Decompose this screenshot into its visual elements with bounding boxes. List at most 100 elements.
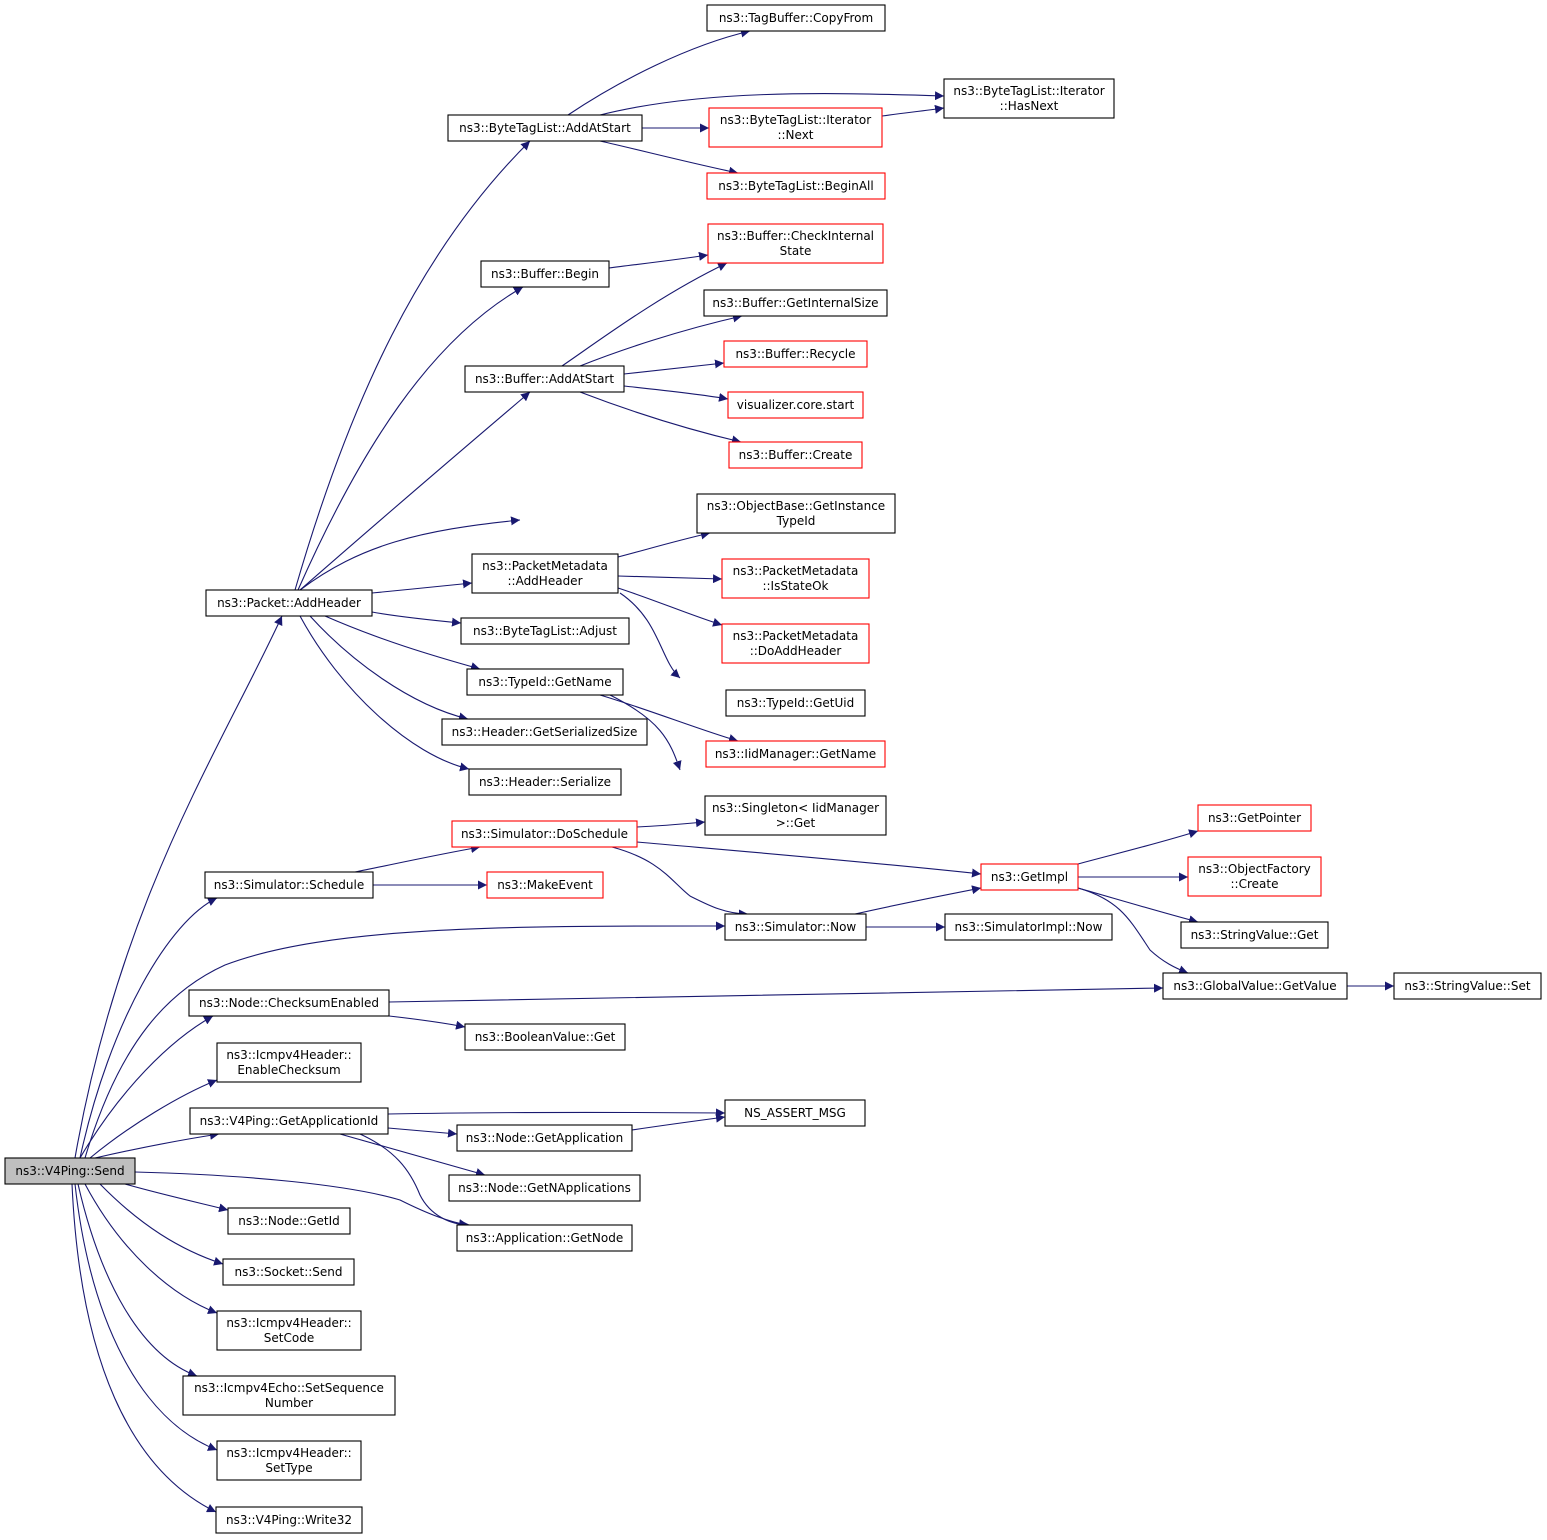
edge-add-header-to-header-get-serialized-size bbox=[309, 615, 469, 722]
edge-send-to-set-sequence bbox=[77, 1183, 198, 1378]
node-label: ns3::ByteTagList::Adjust bbox=[473, 624, 617, 638]
node-box bbox=[486, 871, 604, 899]
node-singleton-get[interactable]: ns3::Singleton< IidManager>::Get bbox=[704, 795, 887, 836]
node-btl-iter-has-next[interactable]: ns3::ByteTagList::Iterator::HasNext bbox=[943, 78, 1115, 119]
node-box bbox=[188, 989, 390, 1017]
node-label: NS_ASSERT_MSG bbox=[744, 1106, 846, 1120]
edge-get-application-id-to-node-get-application bbox=[387, 1127, 458, 1138]
edge-add-header-to-typeid-get-name bbox=[324, 615, 481, 671]
node-btl-iter-next[interactable]: ns3::ByteTagList::Iterator::Next bbox=[708, 107, 883, 148]
node-box bbox=[1197, 804, 1312, 832]
edge-get-impl-to-globalvalue-get-value bbox=[1077, 887, 1189, 974]
node-buffer-get-internal-size[interactable]: ns3::Buffer::GetInternalSize bbox=[703, 289, 888, 317]
edge-add-header-to-objectbase-get-instance-typeid bbox=[299, 516, 521, 591]
node-label: SetType bbox=[265, 1461, 312, 1475]
edge-send-to-write32 bbox=[71, 1183, 217, 1513]
node-label: ns3::PacketMetadata bbox=[733, 564, 859, 578]
node-box bbox=[703, 289, 888, 317]
edge-typeid-get-name-to-iidmanager-get-name bbox=[599, 694, 739, 743]
node-node-get-n-applications[interactable]: ns3::Node::GetNApplications bbox=[448, 1174, 641, 1202]
node-label: ns3::Buffer::GetInternalSize bbox=[712, 296, 878, 310]
edge-add-header-to-pm-add-header bbox=[371, 579, 473, 594]
node-pm-add-header[interactable]: ns3::PacketMetadata::AddHeader bbox=[471, 553, 619, 594]
node-btl-add-at-start[interactable]: ns3::ByteTagList::AddAtStart bbox=[447, 114, 643, 142]
node-enable-checksum[interactable]: ns3::Icmpv4Header::EnableChecksum bbox=[216, 1042, 362, 1083]
node-label: ::Next bbox=[777, 128, 813, 142]
node-label: ns3::ObjectBase::GetInstance bbox=[707, 499, 885, 513]
node-globalvalue-get-value[interactable]: ns3::GlobalValue::GetValue bbox=[1162, 972, 1348, 1000]
node-set-code[interactable]: ns3::Icmpv4Header::SetCode bbox=[216, 1310, 362, 1351]
node-pm-is-state-ok[interactable]: ns3::PacketMetadata::IsStateOk bbox=[721, 558, 870, 599]
node-typeid-get-uid[interactable]: ns3::TypeId::GetUid bbox=[725, 689, 866, 717]
node-socket-send[interactable]: ns3::Socket::Send bbox=[222, 1258, 355, 1286]
node-make-event[interactable]: ns3::MakeEvent bbox=[486, 871, 604, 899]
node-do-schedule[interactable]: ns3::Simulator::DoSchedule bbox=[451, 820, 638, 848]
node-label: ns3::ObjectFactory bbox=[1198, 862, 1311, 876]
node-header-get-serialized-size[interactable]: ns3::Header::GetSerializedSize bbox=[441, 718, 648, 746]
node-buffer-begin[interactable]: ns3::Buffer::Begin bbox=[480, 260, 610, 288]
nodes-layer: ns3::V4Ping::Sendns3::Packet::AddHeadern… bbox=[4, 4, 1542, 1534]
node-checksum-enabled[interactable]: ns3::Node::ChecksumEnabled bbox=[188, 989, 390, 1017]
edge-add-header-to-btl-adjust bbox=[371, 611, 462, 627]
node-box bbox=[721, 558, 870, 599]
edge-buffer-begin-to-buffer-check-internal-state bbox=[608, 251, 709, 269]
edge-do-schedule-to-simulator-now bbox=[611, 846, 749, 919]
node-get-pointer[interactable]: ns3::GetPointer bbox=[1197, 804, 1312, 832]
node-node-get-application[interactable]: ns3::Node::GetApplication bbox=[456, 1124, 633, 1152]
node-typeid-get-name[interactable]: ns3::TypeId::GetName bbox=[466, 668, 624, 696]
edge-send-to-socket-send bbox=[99, 1183, 224, 1266]
node-schedule[interactable]: ns3::Simulator::Schedule bbox=[204, 871, 374, 899]
node-box bbox=[728, 441, 863, 469]
node-tagbuffer-copy-from[interactable]: ns3::TagBuffer::CopyFrom bbox=[706, 4, 886, 32]
node-add-header[interactable]: ns3::Packet::AddHeader bbox=[205, 589, 373, 617]
node-write32[interactable]: ns3::V4Ping::Write32 bbox=[215, 1506, 363, 1534]
node-stringvalue-set[interactable]: ns3::StringValue::Set bbox=[1393, 972, 1542, 1000]
edge-buffer-add-at-start-to-buffer-get-internal-size bbox=[579, 313, 743, 367]
node-label: ns3::ByteTagList::Iterator bbox=[720, 113, 871, 127]
node-label: ns3::Buffer::CheckInternal bbox=[717, 229, 874, 243]
node-pm-do-add-header[interactable]: ns3::PacketMetadata::DoAddHeader bbox=[721, 623, 870, 664]
node-label: ns3::Header::Serialize bbox=[479, 775, 611, 789]
node-label: ns3::PacketMetadata bbox=[733, 629, 859, 643]
node-box bbox=[727, 391, 864, 419]
node-simulator-now[interactable]: ns3::Simulator::Now bbox=[724, 913, 867, 941]
node-box bbox=[723, 340, 868, 368]
edge-btl-add-at-start-to-btl-iter-has-next bbox=[599, 91, 945, 116]
node-ns-assert-msg[interactable]: NS_ASSERT_MSG bbox=[724, 1099, 866, 1127]
node-label: ns3::Icmpv4Header:: bbox=[226, 1446, 351, 1460]
node-box bbox=[471, 553, 619, 594]
node-buffer-recycle[interactable]: ns3::Buffer::Recycle bbox=[723, 340, 868, 368]
node-box bbox=[182, 1375, 396, 1416]
node-node-get-id[interactable]: ns3::Node::GetId bbox=[227, 1207, 351, 1235]
node-box bbox=[724, 913, 867, 941]
node-application-get-node[interactable]: ns3::Application::GetNode bbox=[456, 1224, 633, 1252]
node-boolean-value-get[interactable]: ns3::BooleanValue::Get bbox=[464, 1023, 626, 1051]
node-visualizer-core-start[interactable]: visualizer.core.start bbox=[727, 391, 864, 419]
node-label: ns3::Header::GetSerializedSize bbox=[452, 725, 638, 739]
node-box bbox=[708, 107, 883, 148]
node-iidmanager-get-name[interactable]: ns3::IidManager::GetName bbox=[705, 740, 886, 768]
node-label: ns3::IidManager::GetName bbox=[715, 747, 876, 761]
node-label: >::Get bbox=[776, 816, 816, 830]
node-buffer-add-at-start[interactable]: ns3::Buffer::AddAtStart bbox=[464, 365, 625, 393]
node-get-application-id[interactable]: ns3::V4Ping::GetApplicationId bbox=[189, 1107, 389, 1135]
node-objectfactory-create[interactable]: ns3::ObjectFactory::Create bbox=[1187, 856, 1322, 897]
node-set-type[interactable]: ns3::Icmpv4Header::SetType bbox=[216, 1440, 362, 1481]
node-buffer-create[interactable]: ns3::Buffer::Create bbox=[728, 441, 863, 469]
node-box bbox=[216, 1042, 362, 1083]
node-label: ns3::Simulator::Schedule bbox=[214, 878, 365, 892]
node-btl-adjust[interactable]: ns3::ByteTagList::Adjust bbox=[460, 617, 630, 645]
node-send[interactable]: ns3::V4Ping::Send bbox=[4, 1157, 136, 1185]
node-get-impl[interactable]: ns3::GetImpl bbox=[980, 863, 1079, 891]
node-btl-begin-all[interactable]: ns3::ByteTagList::BeginAll bbox=[706, 172, 886, 200]
edge-do-schedule-to-singleton-get bbox=[636, 818, 706, 828]
node-label: ns3::Node::GetNApplications bbox=[458, 1181, 631, 1195]
node-stringvalue-get[interactable]: ns3::StringValue::Get bbox=[1180, 921, 1329, 949]
node-label: ns3::Singleton< IidManager bbox=[712, 801, 879, 815]
node-simulatorimpl-now[interactable]: ns3::SimulatorImpl::Now bbox=[944, 913, 1113, 941]
node-box bbox=[980, 863, 1079, 891]
node-header-serialize[interactable]: ns3::Header::Serialize bbox=[468, 768, 622, 796]
